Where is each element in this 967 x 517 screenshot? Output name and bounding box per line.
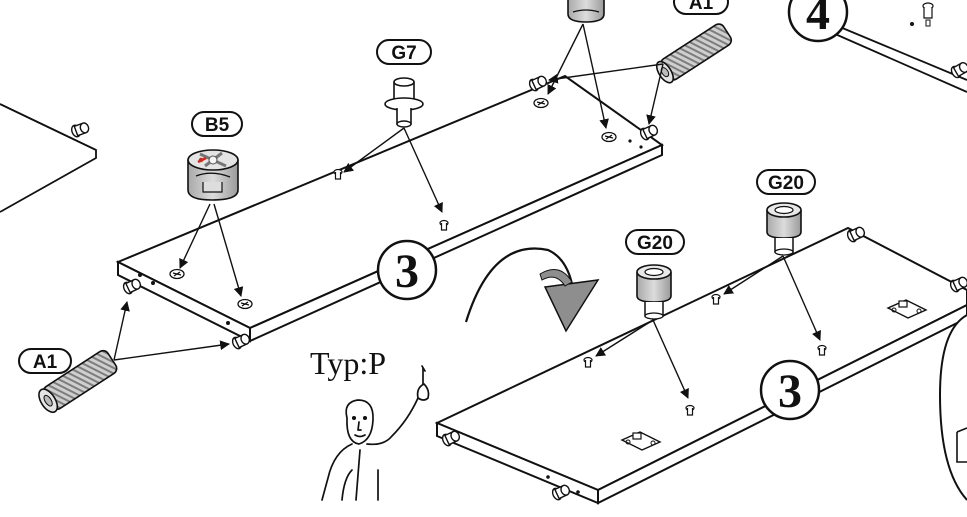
label-a1-bottom: A1 [18, 348, 72, 374]
step-number-corner: 4 [787, 0, 849, 43]
label-g7: G7 [376, 39, 432, 65]
svg-text:G7: G7 [391, 43, 416, 64]
cam-hole-4 [601, 131, 617, 143]
part-a1-dowel-bottom [38, 349, 118, 414]
svg-text:G20: G20 [637, 233, 673, 254]
hinge-plate-1 [620, 431, 662, 451]
svg-text:4: 4 [806, 0, 830, 40]
cam-hole-1 [169, 268, 185, 280]
svg-text:A1: A1 [33, 352, 58, 373]
cam-hole-2 [237, 298, 253, 310]
pin-4 [685, 404, 695, 416]
step-number-right: 3 [759, 359, 821, 421]
part-a1-dowel-top [655, 23, 733, 84]
pointing-person-icon [321, 365, 430, 501]
flip-arrow-icon [464, 247, 600, 333]
panel-right [434, 224, 967, 505]
hinge-plate-2 [886, 299, 928, 319]
part-b5-camlock [187, 149, 239, 201]
svg-text:3: 3 [778, 365, 802, 418]
pin-3 [583, 356, 593, 368]
panel-corner [825, 2, 967, 93]
svg-text:3: 3 [395, 245, 419, 298]
label-b5: B5 [191, 111, 243, 137]
pointer-arrows [113, 23, 821, 399]
part-g7-bolt [384, 77, 424, 128]
part-camlock-top [567, 0, 605, 23]
type-note: Typ:P [310, 345, 386, 381]
pin-1 [333, 168, 343, 180]
svg-text:A1: A1 [689, 0, 714, 14]
label-g20-left: G20 [625, 229, 685, 255]
cam-hole-3 [533, 97, 549, 109]
part-g20-right [766, 202, 802, 256]
pin-6 [817, 344, 827, 356]
svg-text:B5: B5 [205, 115, 230, 136]
partial-panel-left [0, 103, 97, 213]
label-a1-top: A1 [673, 0, 729, 15]
pin-5 [711, 293, 721, 305]
label-g20-right: G20 [756, 169, 816, 195]
small-fitting-top [910, 2, 934, 27]
svg-text:G20: G20 [768, 173, 804, 194]
part-g20-left [636, 264, 672, 320]
detail-bubble [938, 314, 967, 501]
pin-2 [439, 219, 449, 231]
panel-left [115, 73, 665, 351]
step-number-left: 3 [376, 239, 438, 301]
